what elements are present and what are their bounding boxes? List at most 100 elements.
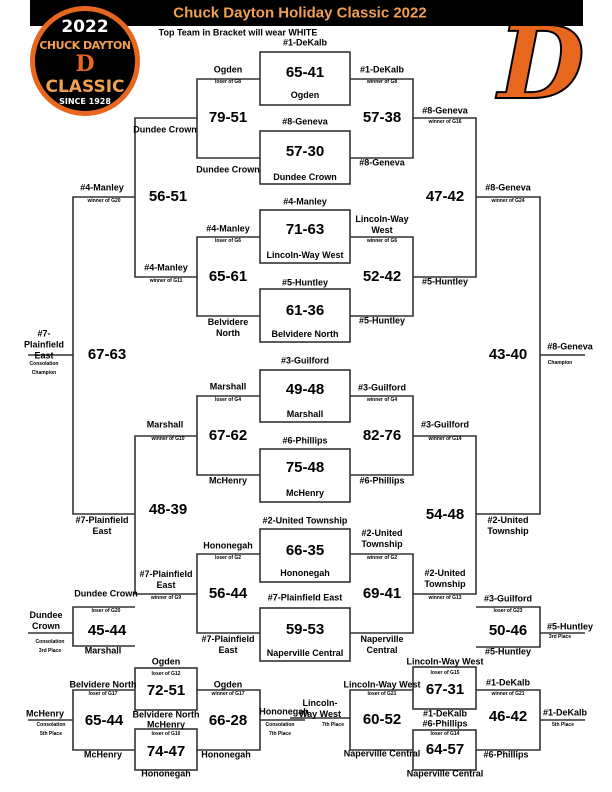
result-label: Consolation [36, 722, 66, 728]
score: 72-51 [146, 682, 186, 699]
team-bottom: #6-Phillips [359, 475, 405, 486]
team-top: Lincoln-Way West [355, 214, 409, 235]
result-label: 5th Place [552, 722, 574, 728]
result-label: 3rd Place [38, 648, 62, 654]
team-bottom: Marshall [84, 645, 122, 656]
team-top: #4-Manley [283, 196, 327, 207]
team-top: Ogden [213, 64, 243, 75]
score: 57-30 [285, 143, 325, 160]
game-note: winner of G10 [151, 436, 185, 442]
score: 50-46 [488, 622, 528, 639]
score: 75-48 [285, 459, 325, 476]
score: 82-76 [362, 427, 402, 444]
game-note: loser of G20 [91, 608, 121, 614]
team-top: #4-Manley [206, 223, 250, 234]
team-top: Marshall [209, 381, 247, 392]
team-bottom: #5-Huntley [358, 315, 406, 326]
score: 65-61 [208, 268, 248, 285]
score: 67-31 [425, 681, 465, 698]
score: 59-53 [285, 621, 325, 638]
result-team: McHenry [25, 708, 65, 719]
team-top: #8-Geneva [485, 182, 531, 193]
team-top: #4-Manley [80, 182, 124, 193]
team-top: Marshall [146, 419, 184, 430]
game-note: winner of G17 [211, 691, 245, 697]
game-note: winner of G8 [366, 79, 398, 85]
team-bottom: #7-Plainfield East [201, 634, 255, 655]
score: 65-44 [84, 712, 124, 729]
team-top: Belvidere North [69, 679, 137, 690]
score: 56-51 [148, 188, 188, 205]
team-top: #5-Huntley [281, 277, 329, 288]
team-top: #3-Guilford [483, 593, 533, 604]
team-bottom: Hononegah [141, 768, 191, 779]
game-note: winner of G11 [149, 278, 183, 284]
score: 67-62 [208, 427, 248, 444]
team-bottom: #6-Phillips [483, 749, 529, 760]
team-bottom: Naperville Central [266, 648, 344, 658]
team-top: #7-Plainfield East [267, 592, 343, 603]
champion-label: Champion [31, 370, 57, 376]
team-bottom: Belvidere North [271, 329, 339, 339]
game-note: loser of G10 [151, 731, 181, 737]
score: 71-63 [285, 221, 325, 238]
score: 66-35 [285, 542, 325, 559]
game-note: loser of G2 [214, 555, 242, 561]
team-bottom: Hononegah [280, 568, 330, 578]
score: 69-41 [362, 585, 402, 602]
team-bottom: Belvidere North [207, 317, 249, 338]
score: 52-42 [362, 268, 402, 285]
team-bottom: Naperville Central [343, 748, 421, 759]
game-note: winner of G24 [491, 198, 525, 204]
team-top: #1-DeKalb [359, 64, 405, 75]
score: 47-42 [425, 188, 465, 205]
team-bottom: #4-Manley [144, 262, 188, 273]
team-top: #3-Guilford [420, 419, 470, 430]
game-note: loser of G8 [214, 79, 242, 85]
game-note: winner of G2 [366, 555, 398, 561]
team-top: Lincoln-Way West [406, 656, 484, 667]
team-bottom: Hononegah [201, 749, 251, 760]
score: 56-44 [208, 585, 248, 602]
team-bottom: Naperville Central [406, 768, 484, 779]
team-bottom: Dundee Crown [273, 172, 337, 182]
result-team: #1-DeKalb [542, 707, 588, 718]
team-bottom: Dundee Crown [196, 164, 260, 175]
team-bottom: Lincoln-Way West [266, 250, 344, 260]
game-note: loser of G23 [493, 608, 523, 614]
champion-label: Champion [547, 360, 573, 366]
team-top: #1-DeKalb [282, 37, 328, 48]
score: 74-47 [146, 743, 186, 760]
game-note: loser of G21 [367, 691, 397, 697]
game-note: loser of G17 [88, 691, 118, 697]
page-title: Chuck Dayton Holiday Classic 2022 [173, 4, 427, 22]
score: 61-36 [285, 302, 325, 319]
team-top: #2-United Township [262, 515, 348, 526]
score: 45-44 [87, 622, 127, 639]
team-top: Ogden [213, 679, 243, 690]
score: 66-28 [208, 712, 248, 729]
champion: #8-Geneva [547, 341, 593, 352]
score: 46-42 [488, 708, 528, 725]
result-label: 7th Place [269, 731, 291, 737]
result-team: #5-Huntley [546, 621, 594, 632]
game-note: loser of G15 [430, 670, 460, 676]
team-top: McHenry [146, 719, 186, 730]
team-bottom: #7-Plainfield East [139, 569, 193, 590]
game-note: winner of G13 [428, 595, 462, 601]
score: 57-38 [362, 109, 402, 126]
team-bottom: #2-United Township [424, 568, 466, 589]
team-top: Dundee Crown [133, 124, 197, 135]
score: 64-57 [425, 741, 465, 758]
team-top: #8-Geneva [282, 116, 328, 127]
game-note: winner of G14 [428, 436, 462, 442]
score: 67-63 [87, 346, 127, 363]
game-note: winner of G20 [87, 198, 121, 204]
team-top: #3-Guilford [280, 355, 330, 366]
game-note: winner of G6 [366, 238, 398, 244]
score: 43-40 [488, 346, 528, 363]
score: 49-48 [285, 381, 325, 398]
team-top: Hononegah [203, 540, 253, 551]
tournament-logo: 2022 CHUCK DAYTON D CLASSIC SINCE 1928 [30, 6, 140, 116]
detroit-d-logo-icon: D [497, 4, 586, 122]
